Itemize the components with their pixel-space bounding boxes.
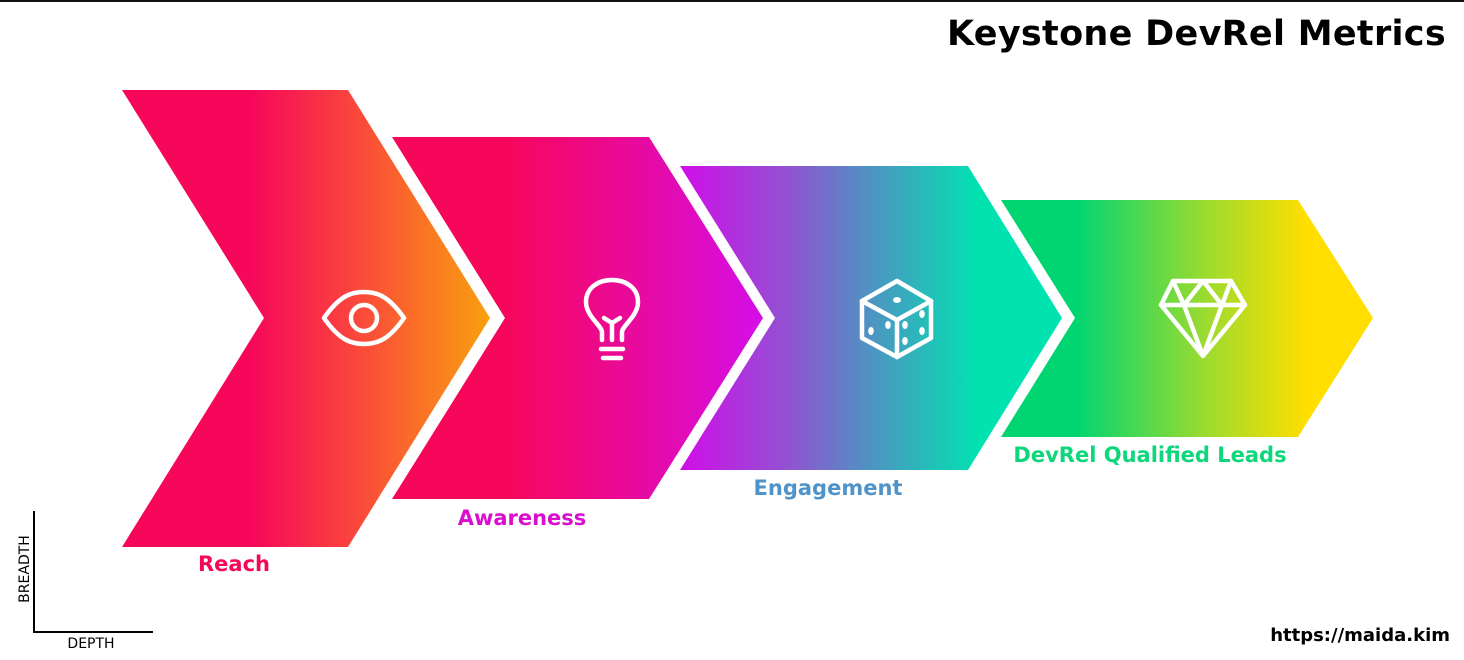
dice-icon xyxy=(859,278,934,360)
stage-awareness-chevron xyxy=(392,137,763,499)
lightbulb-icon xyxy=(583,277,641,361)
y-axis-label: BREADTH xyxy=(17,535,33,603)
breadth-depth-axes: BREADTH DEPTH xyxy=(17,511,153,652)
y-axis-line xyxy=(33,511,35,633)
x-axis-line xyxy=(33,631,153,633)
stage-label-dql: DevRel Qualified Leads xyxy=(1013,443,1287,467)
stage-label-reach: Reach xyxy=(198,552,270,576)
stage-label-engagement: Engagement xyxy=(753,476,903,500)
stage-engagement-chevron xyxy=(680,166,1062,470)
top-border-rule xyxy=(0,0,1464,2)
page-title: Keystone DevRel Metrics xyxy=(946,14,1446,54)
footer-url: https://maida.kim xyxy=(1270,625,1450,646)
eye-icon xyxy=(321,289,407,347)
x-axis-label: DEPTH xyxy=(67,636,115,652)
stage-reach-chevron xyxy=(122,90,490,547)
stage-label-awareness: Awareness xyxy=(457,506,587,530)
diamond-icon xyxy=(1158,278,1248,359)
